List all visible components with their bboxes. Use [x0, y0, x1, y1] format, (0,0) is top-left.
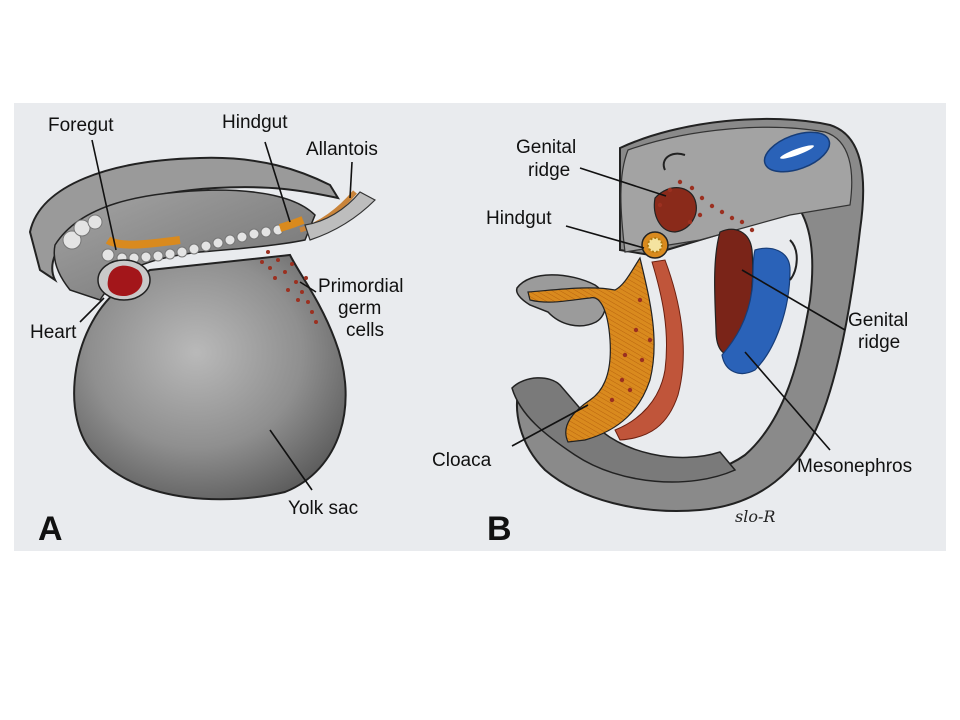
leader-genital-ridge-top — [579, 167, 667, 197]
panel-b: Genital ridge Hindgut Genital ridge Cloa… — [432, 117, 912, 548]
label-primordial-1: Primordial — [318, 276, 404, 297]
label-genital-ridge-top-1: Genital — [516, 137, 576, 158]
dorsal-mesentery-left — [662, 152, 686, 171]
panel-letter-b: B — [487, 510, 512, 548]
hindgut-lumen — [647, 237, 663, 253]
hindgut-tube-b — [527, 256, 655, 443]
leader-yolk-sac — [269, 429, 313, 491]
label-allantois: Allantois — [306, 139, 378, 160]
mesentery-right — [789, 239, 798, 281]
label-yolk-sac: Yolk sac — [288, 498, 358, 519]
gut-tube-a — [105, 216, 305, 249]
label-heart: Heart — [30, 322, 77, 343]
connecting-stalk — [304, 191, 376, 241]
primordial-germ-cells-b — [609, 179, 755, 403]
lower-wall — [511, 377, 737, 483]
artist-signature: slo-R — [735, 507, 775, 526]
mesoderm-band — [614, 259, 684, 441]
label-primordial-2: germ — [338, 298, 381, 319]
label-mesonephros: Mesonephros — [797, 456, 912, 477]
yolk-sac-shape — [73, 253, 347, 501]
neural-canal — [780, 145, 814, 159]
leader-genital-ridge-right — [741, 269, 846, 331]
leader-hindgut-a — [264, 141, 291, 223]
leader-heart — [79, 297, 105, 323]
leader-mesonephros — [744, 351, 831, 451]
leader-primordial — [299, 281, 317, 293]
panel-a: Foregut Hindgut Allantois Primordial ger… — [28, 112, 404, 548]
primordial-germ-cells-a — [260, 250, 318, 324]
panel-letter-a: A — [38, 510, 63, 548]
leader-hindgut-b — [565, 225, 645, 249]
label-primordial-3: cells — [346, 320, 384, 341]
leader-allantois — [349, 161, 353, 199]
heart-red — [107, 265, 143, 296]
label-foregut: Foregut — [48, 115, 114, 136]
leader-cloaca — [511, 404, 589, 447]
mesonephros-shape — [721, 247, 791, 375]
label-cloaca: Cloaca — [432, 450, 492, 471]
label-hindgut-b: Hindgut — [486, 208, 552, 229]
leader-foregut — [91, 139, 117, 251]
label-genital-ridge-right-2: ridge — [858, 332, 900, 353]
label-hindgut-a: Hindgut — [222, 112, 288, 133]
label-genital-ridge-right-1: Genital — [848, 310, 908, 331]
label-genital-ridge-top-2: ridge — [528, 160, 570, 181]
genital-ridge-top — [653, 187, 697, 233]
